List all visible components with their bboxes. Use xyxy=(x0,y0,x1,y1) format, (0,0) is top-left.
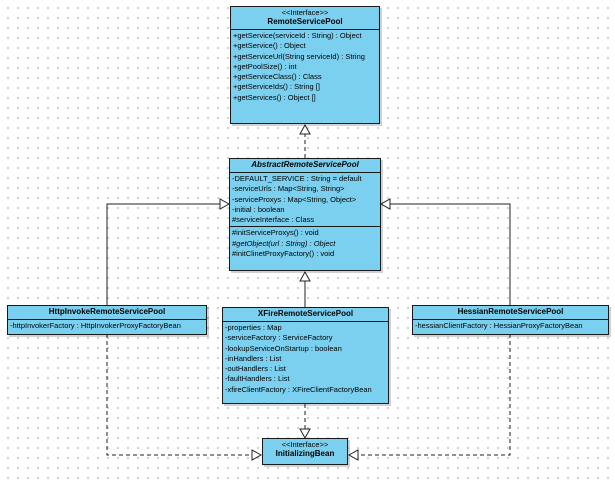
attributes-compartment: -hessianClientFactory : HessianProxyFact… xyxy=(413,320,608,332)
attribute: #serviceInterface : Class xyxy=(232,215,315,225)
realization-arrowhead-top xyxy=(299,428,311,440)
class-initializing-bean[interactable]: <<Interface>> InitializingBean xyxy=(262,438,348,465)
operation: +getPoolSize() : int xyxy=(233,61,297,71)
operation: +getService() : Object xyxy=(233,41,306,51)
class-header: XFireRemoteServicePool xyxy=(223,308,388,322)
attribute: -lookupServiceOnStartup : boolean xyxy=(225,343,342,353)
attribute: -xfireClientFactory : XFireClientFactory… xyxy=(225,384,372,394)
class-name: AbstractRemoteServicePool xyxy=(251,160,359,169)
class-name: HttpInvokeRemoteServicePool xyxy=(48,307,166,316)
operation: #initServiceProxys() : void xyxy=(232,228,319,238)
attribute: -inHandlers : List xyxy=(225,353,282,363)
class-remote-service-pool[interactable]: <<Interface>> RemoteServicePool +getServ… xyxy=(230,6,380,124)
attribute: -serviceUrls : Map<String, String> xyxy=(232,184,345,194)
class-name: InitializingBean xyxy=(275,449,335,458)
attribute: -faultHandlers : List xyxy=(225,374,290,384)
attribute: -DEFAULT_SERVICE : String = default xyxy=(232,174,362,183)
attribute: -initial : boolean xyxy=(232,204,285,214)
attribute: -httpInvokerFactory : HttpInvokerProxyFa… xyxy=(10,321,181,330)
realization-arrowhead-right xyxy=(347,449,359,461)
generalization-arrowhead-bottom xyxy=(299,270,311,282)
class-hessian-remote-service-pool[interactable]: HessianRemoteServicePool -hessianClientF… xyxy=(412,305,609,335)
class-abstract-remote-service-pool[interactable]: AbstractRemoteServicePool -DEFAULT_SERVI… xyxy=(229,158,381,271)
realization-arrowhead xyxy=(299,123,311,135)
attribute: -serviceFactory : ServiceFactory xyxy=(225,333,333,343)
operation: +getService(serviceId : String) : Object xyxy=(233,31,362,40)
operation: +getServiceIds() : String [] xyxy=(233,82,320,92)
stereotype-label: <<Interface>> xyxy=(281,8,329,17)
attributes-compartment: -httpInvokerFactory : HttpInvokerProxyFa… xyxy=(8,320,206,332)
generalization-http-to-abstract xyxy=(106,203,220,305)
class-header: AbstractRemoteServicePool xyxy=(230,159,380,173)
operation: +getServices() : Object [] xyxy=(233,92,316,102)
generalization-arrowhead-right xyxy=(379,198,391,210)
generalization-hessian-to-abstract xyxy=(390,203,511,305)
class-name: RemoteServicePool xyxy=(267,17,343,26)
class-name: HessianRemoteServicePool xyxy=(457,307,564,316)
operations-compartment: +getService(serviceId : String) : Object… xyxy=(231,30,379,104)
class-http-invoke-remote-service-pool[interactable]: HttpInvokeRemoteServicePool -httpInvoker… xyxy=(7,305,207,335)
attributes-compartment: -properties : Map -serviceFactory : Serv… xyxy=(223,322,388,396)
class-header: HessianRemoteServicePool xyxy=(413,306,608,320)
class-header: HttpInvokeRemoteServicePool xyxy=(8,306,206,320)
class-name: XFireRemoteServicePool xyxy=(257,309,354,318)
operation: +getServiceClass() : Class xyxy=(233,72,322,82)
class-xfire-remote-service-pool[interactable]: XFireRemoteServicePool -properties : Map… xyxy=(222,307,389,404)
attribute: -outHandlers : List xyxy=(225,364,286,374)
realization-arrowhead-left xyxy=(251,449,263,461)
operation: +getServiceUrl(String serviceId) : Strin… xyxy=(233,51,365,61)
operation: #initClinetProxyFactory() : void xyxy=(232,249,335,259)
attribute: -properties : Map xyxy=(225,323,282,332)
class-header: <<Interface>> InitializingBean xyxy=(263,439,347,461)
operation-abstract: #getObject(url : String) : Object xyxy=(232,238,336,248)
stereotype-label: <<Interface>> xyxy=(281,440,329,449)
class-header: <<Interface>> RemoteServicePool xyxy=(231,7,379,30)
attribute: -serviceProxys : Map<String, Object> xyxy=(232,194,357,204)
operations-compartment: #initServiceProxys() : void #getObject(u… xyxy=(230,226,380,260)
generalization-arrowhead-left xyxy=(219,198,231,210)
attribute: -hessianClientFactory : HessianProxyFact… xyxy=(415,321,583,330)
attributes-compartment: -DEFAULT_SERVICE : String = default -ser… xyxy=(230,173,380,226)
